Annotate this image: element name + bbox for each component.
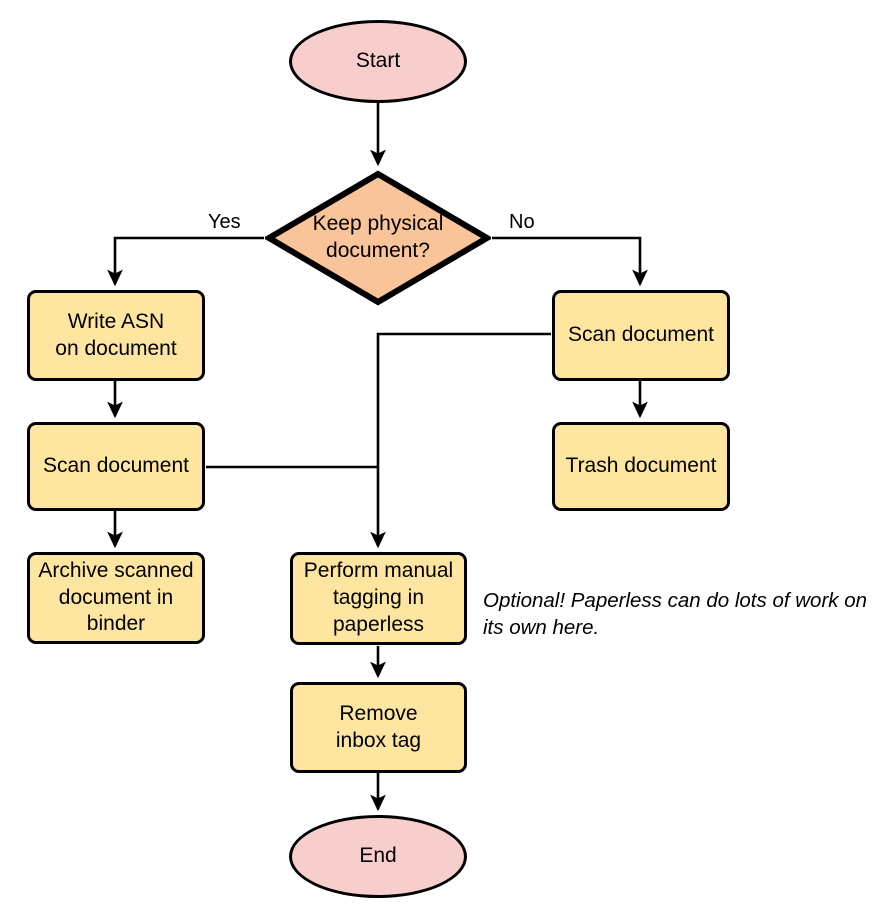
node-scan-document-right-label: Scan document [568, 323, 714, 347]
annotation-optional-note: Optional! Paperless can do lots of work … [483, 589, 868, 639]
node-remove-inbox-label: Remove inbox tag [335, 701, 422, 752]
node-end-label: End [359, 844, 397, 868]
node-tagging-label: Perform manual tagging in paperless [303, 559, 454, 636]
edge-decision-no-to-scan-right [492, 236, 648, 287]
edge-label-no: No [509, 211, 535, 233]
edge-scan-right-to-tagging [370, 332, 551, 549]
node-write-asn-on-document[interactable]: Write ASN on document [27, 290, 205, 381]
node-archive-scanned-document[interactable]: Archive scanned document in binder [27, 552, 205, 644]
node-trash-document[interactable]: Trash document [552, 422, 730, 511]
node-end[interactable]: End [289, 815, 467, 898]
node-scan-document-left[interactable]: Scan document [27, 422, 205, 511]
node-write-asn-label: Write ASN on document [55, 309, 177, 360]
node-scan-document-left-label: Scan document [43, 454, 189, 478]
node-start-label: Start [355, 49, 401, 73]
node-trash-document-label: Trash document [565, 454, 717, 478]
node-archive-label: Archive scanned document in binder [38, 558, 194, 636]
node-decision-label: Keep physical document? [312, 212, 444, 262]
edge-label-yes: Yes [208, 211, 241, 233]
node-start[interactable]: Start [289, 20, 467, 103]
node-decision-keep-physical-document[interactable]: Keep physical document? [265, 170, 491, 306]
node-remove-inbox-tag[interactable]: Remove inbox tag [290, 682, 467, 773]
node-scan-document-right[interactable]: Scan document [552, 290, 730, 381]
edge-decision-yes-to-write-asn [107, 236, 264, 287]
diamond-shape [265, 170, 491, 306]
node-perform-manual-tagging[interactable]: Perform manual tagging in paperless [290, 552, 467, 645]
